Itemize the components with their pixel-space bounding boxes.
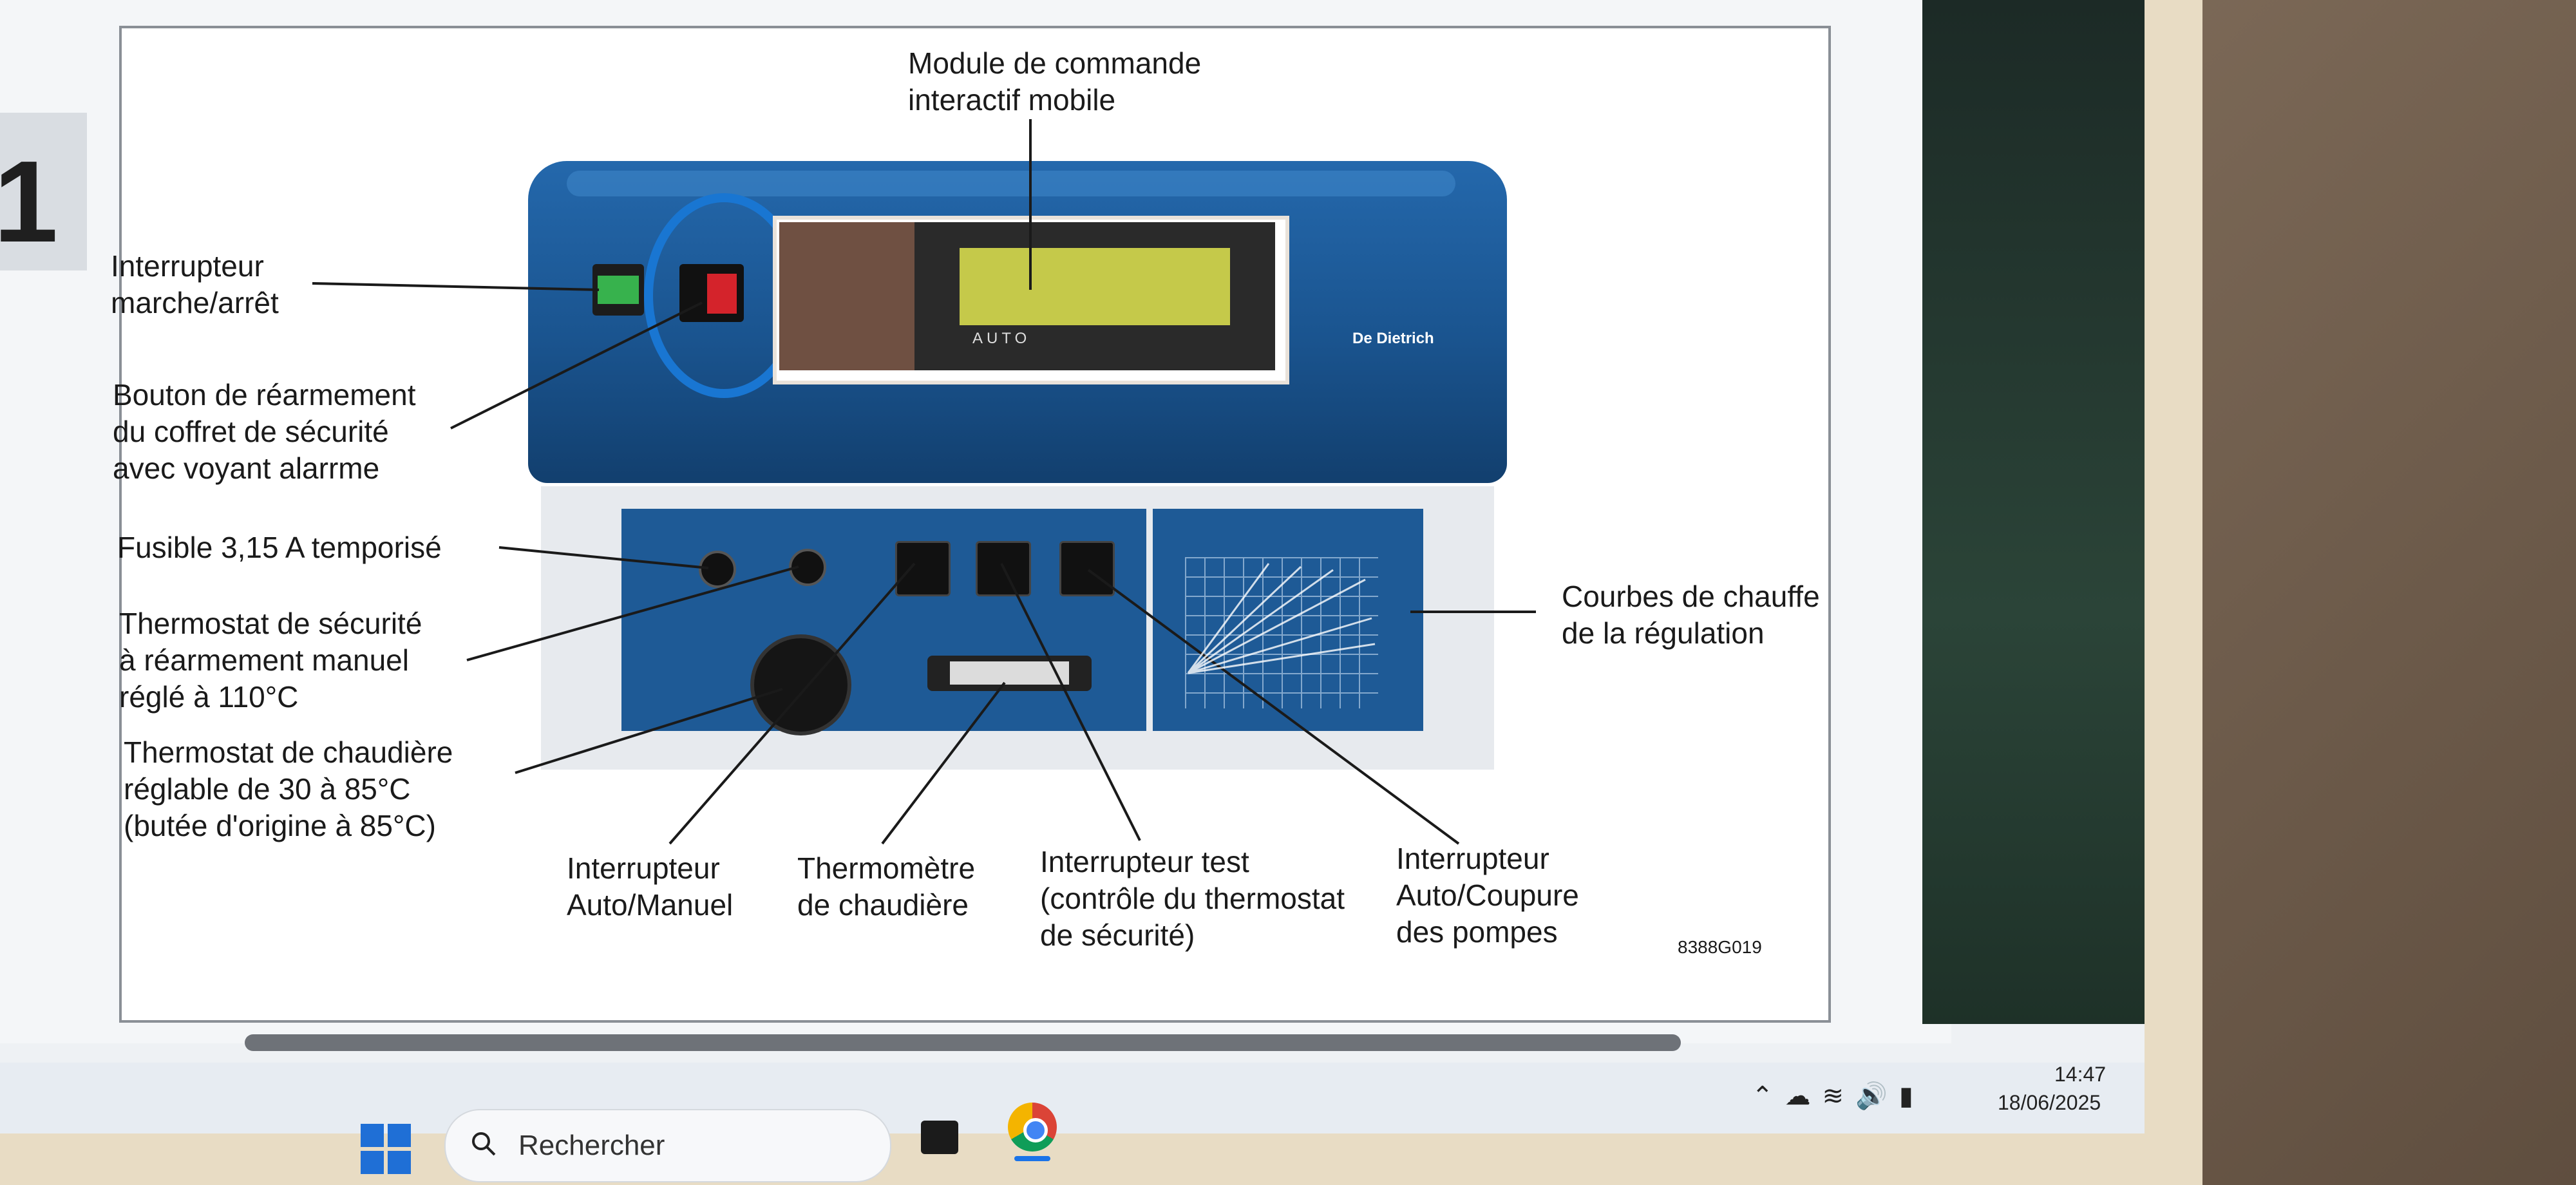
clock-date[interactable]: 18/06/2025 [1998,1091,2101,1114]
label-module: Module de commande interactif mobile [908,46,1202,117]
app-icon[interactable] [921,1121,958,1154]
label-reset: Bouton de réarmement du coffret de sécur… [113,378,416,485]
label-safety-thermostat: Thermostat de sécurité à réarmement manu… [119,607,422,714]
boiler-thermostat-knob [750,634,851,735]
label-on-off: Interrupteur marche/arrêt [111,249,279,319]
label-fuse: Fusible 3,15 A temporisé [117,531,442,564]
auto-manual-switch [895,541,951,596]
screen: 1 AUTO De Dietrich [0,0,2145,1133]
side-tab-number: 1 [0,137,59,267]
label-test-switch: Interrupteur test (contrôle du thermosta… [1040,845,1345,952]
taskbar [0,1063,2145,1133]
search-icon [472,1132,496,1156]
windows-start-button[interactable] [361,1124,412,1175]
thermometer-scale [950,661,1069,685]
figure-code: 8388G019 [1678,937,1762,957]
side-panel [1922,0,2145,1024]
safety-thermostat-cap [789,549,826,586]
label-auto-manual: Interrupteur Auto/Manuel [567,851,734,922]
lcd-screen [960,248,1230,325]
leader-lines [312,119,1536,845]
clock-time[interactable]: 14:47 [2054,1063,2107,1086]
system-tray-icons[interactable]: ⌃☁≋🔊▮ [1752,1082,1925,1110]
brand-logo: De Dietrich [1352,330,1434,347]
control-strip [621,509,1146,731]
module-cover [779,222,914,370]
horizontal-scrollbar[interactable] [245,1034,1681,1051]
on-off-switch-rocker [598,276,639,304]
label-boiler-thermostat: Thermostat de chaudière réglable de 30 à… [124,735,453,842]
pump-switch [1059,541,1115,596]
active-app-indicator [1014,1156,1050,1161]
label-thermometer: Thermomètre de chaudière [797,851,976,922]
mode-buttons: AUTO [972,330,1031,347]
search-placeholder: Rechercher [518,1130,665,1161]
label-heating-curves: Courbes de chauffe de la régulation [1562,580,1820,650]
chrome-icon-center [1023,1118,1048,1142]
label-pump-switch: Interrupteur Auto/Coupure des pompes [1396,842,1579,949]
taskbar-search[interactable] [444,1109,891,1182]
side-tab[interactable] [0,113,87,270]
panel-shine [567,171,1455,196]
fuse-holder [699,551,736,588]
